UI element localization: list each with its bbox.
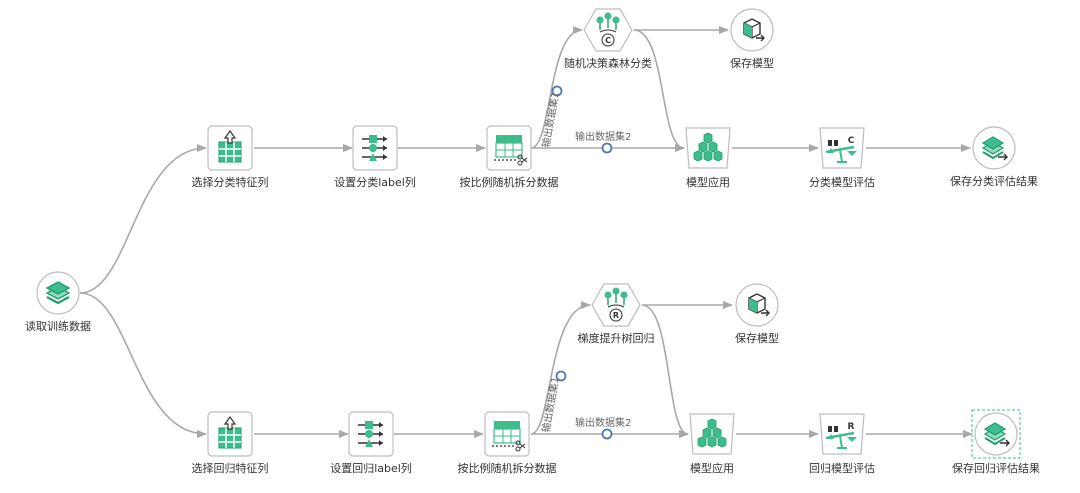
node-gbt-regression[interactable]: R 梯度提升树回归 bbox=[578, 283, 655, 345]
node-label: 保存回归评估结果 bbox=[952, 461, 1040, 475]
edge-split-cls-to-rf bbox=[530, 26, 583, 149]
column-settings-icon bbox=[352, 125, 398, 171]
node-model-apply-cls[interactable]: 模型应用 bbox=[685, 127, 731, 189]
scale-r-icon: R bbox=[819, 413, 865, 455]
tree-regressor-icon: R bbox=[591, 283, 641, 327]
node-label: 分类模型评估 bbox=[809, 175, 875, 189]
node-label: 选择分类特征列 bbox=[192, 175, 269, 189]
node-split-reg[interactable]: 按比例随机拆分数据 bbox=[458, 411, 557, 475]
node-save-model-reg[interactable]: 保存模型 bbox=[735, 283, 779, 345]
layers-icon bbox=[36, 271, 80, 315]
node-save-eval-reg[interactable]: 保存回归评估结果 bbox=[952, 409, 1040, 475]
node-label: 回归模型评估 bbox=[809, 461, 875, 475]
save-layers-icon bbox=[974, 412, 1018, 456]
node-label: 保存模型 bbox=[730, 56, 774, 70]
save-model-icon bbox=[735, 283, 779, 327]
node-label: 读取训练数据 bbox=[25, 319, 91, 333]
port-label-reg-out1: 输出数据集1 bbox=[539, 376, 562, 434]
node-label: 保存模型 bbox=[735, 331, 779, 345]
edge-read-to-sel-cls bbox=[79, 144, 207, 294]
node-save-model-cls[interactable]: 保存模型 bbox=[730, 8, 774, 70]
save-model-icon bbox=[730, 8, 774, 52]
selection-box bbox=[971, 409, 1021, 459]
svg-text:C: C bbox=[848, 136, 855, 146]
node-label: 保存分类评估结果 bbox=[950, 174, 1038, 188]
edge-read-to-sel-reg bbox=[79, 292, 207, 438]
node-set-reg-label[interactable]: 设置回归label列 bbox=[330, 411, 412, 475]
edges bbox=[79, 26, 973, 438]
node-select-reg-features[interactable]: 选择回归特征列 bbox=[192, 411, 269, 475]
node-eval-reg[interactable]: R 回归模型评估 bbox=[809, 413, 875, 475]
ports: 输出数据集1 输出数据集2 输出数据集1 输出数据集2 bbox=[539, 85, 631, 440]
split-table-icon bbox=[484, 411, 530, 457]
node-set-cls-label[interactable]: 设置分类label列 bbox=[334, 125, 416, 189]
edge-rf-to-apply-cls bbox=[633, 29, 685, 152]
node-label: 模型应用 bbox=[686, 175, 730, 189]
column-settings-icon bbox=[348, 411, 394, 457]
node-label: 梯度提升树回归 bbox=[578, 331, 655, 345]
port-label-reg-out2: 输出数据集2 bbox=[575, 416, 631, 429]
node-label: 设置分类label列 bbox=[334, 175, 416, 189]
node-model-apply-reg[interactable]: 模型应用 bbox=[689, 413, 735, 475]
forest-classifier-icon: C bbox=[583, 8, 633, 52]
port-cls-out2[interactable] bbox=[601, 142, 613, 154]
node-label: 按比例随机拆分数据 bbox=[458, 461, 557, 475]
edge-gbt-to-apply-reg bbox=[641, 304, 689, 438]
node-split-cls[interactable]: 按比例随机拆分数据 bbox=[460, 125, 559, 189]
cubes-icon bbox=[689, 413, 735, 455]
port-reg-out1[interactable] bbox=[555, 370, 567, 382]
table-upload-icon bbox=[207, 411, 253, 457]
node-label: 选择回归特征列 bbox=[192, 461, 269, 475]
port-label-cls-out1: 输出数据集1 bbox=[539, 91, 562, 149]
node-eval-cls[interactable]: C 分类模型评估 bbox=[809, 127, 875, 189]
node-label: 设置回归label列 bbox=[330, 461, 412, 475]
cubes-icon bbox=[685, 127, 731, 169]
node-select-cls-features[interactable]: 选择分类特征列 bbox=[192, 125, 269, 189]
node-label: 按比例随机拆分数据 bbox=[460, 175, 559, 189]
svg-text:C: C bbox=[605, 36, 611, 45]
svg-text:R: R bbox=[848, 422, 855, 432]
node-label: 模型应用 bbox=[690, 461, 734, 475]
port-cls-out1[interactable] bbox=[551, 85, 563, 97]
table-upload-icon bbox=[207, 125, 253, 171]
node-label: 随机决策森林分类 bbox=[564, 56, 652, 70]
node-random-forest[interactable]: C 随机决策森林分类 bbox=[564, 8, 652, 70]
svg-text:R: R bbox=[613, 311, 619, 320]
save-layers-icon bbox=[972, 126, 1016, 170]
node-read-training-data[interactable]: 读取训练数据 bbox=[25, 271, 91, 333]
split-table-icon bbox=[486, 125, 532, 171]
port-label-cls-out2: 输出数据集2 bbox=[575, 130, 631, 143]
port-reg-out2[interactable] bbox=[601, 428, 613, 440]
scale-c-icon: C bbox=[819, 127, 865, 169]
node-save-eval-cls[interactable]: 保存分类评估结果 bbox=[950, 126, 1038, 188]
edge-split-reg-to-gbt bbox=[530, 301, 591, 435]
